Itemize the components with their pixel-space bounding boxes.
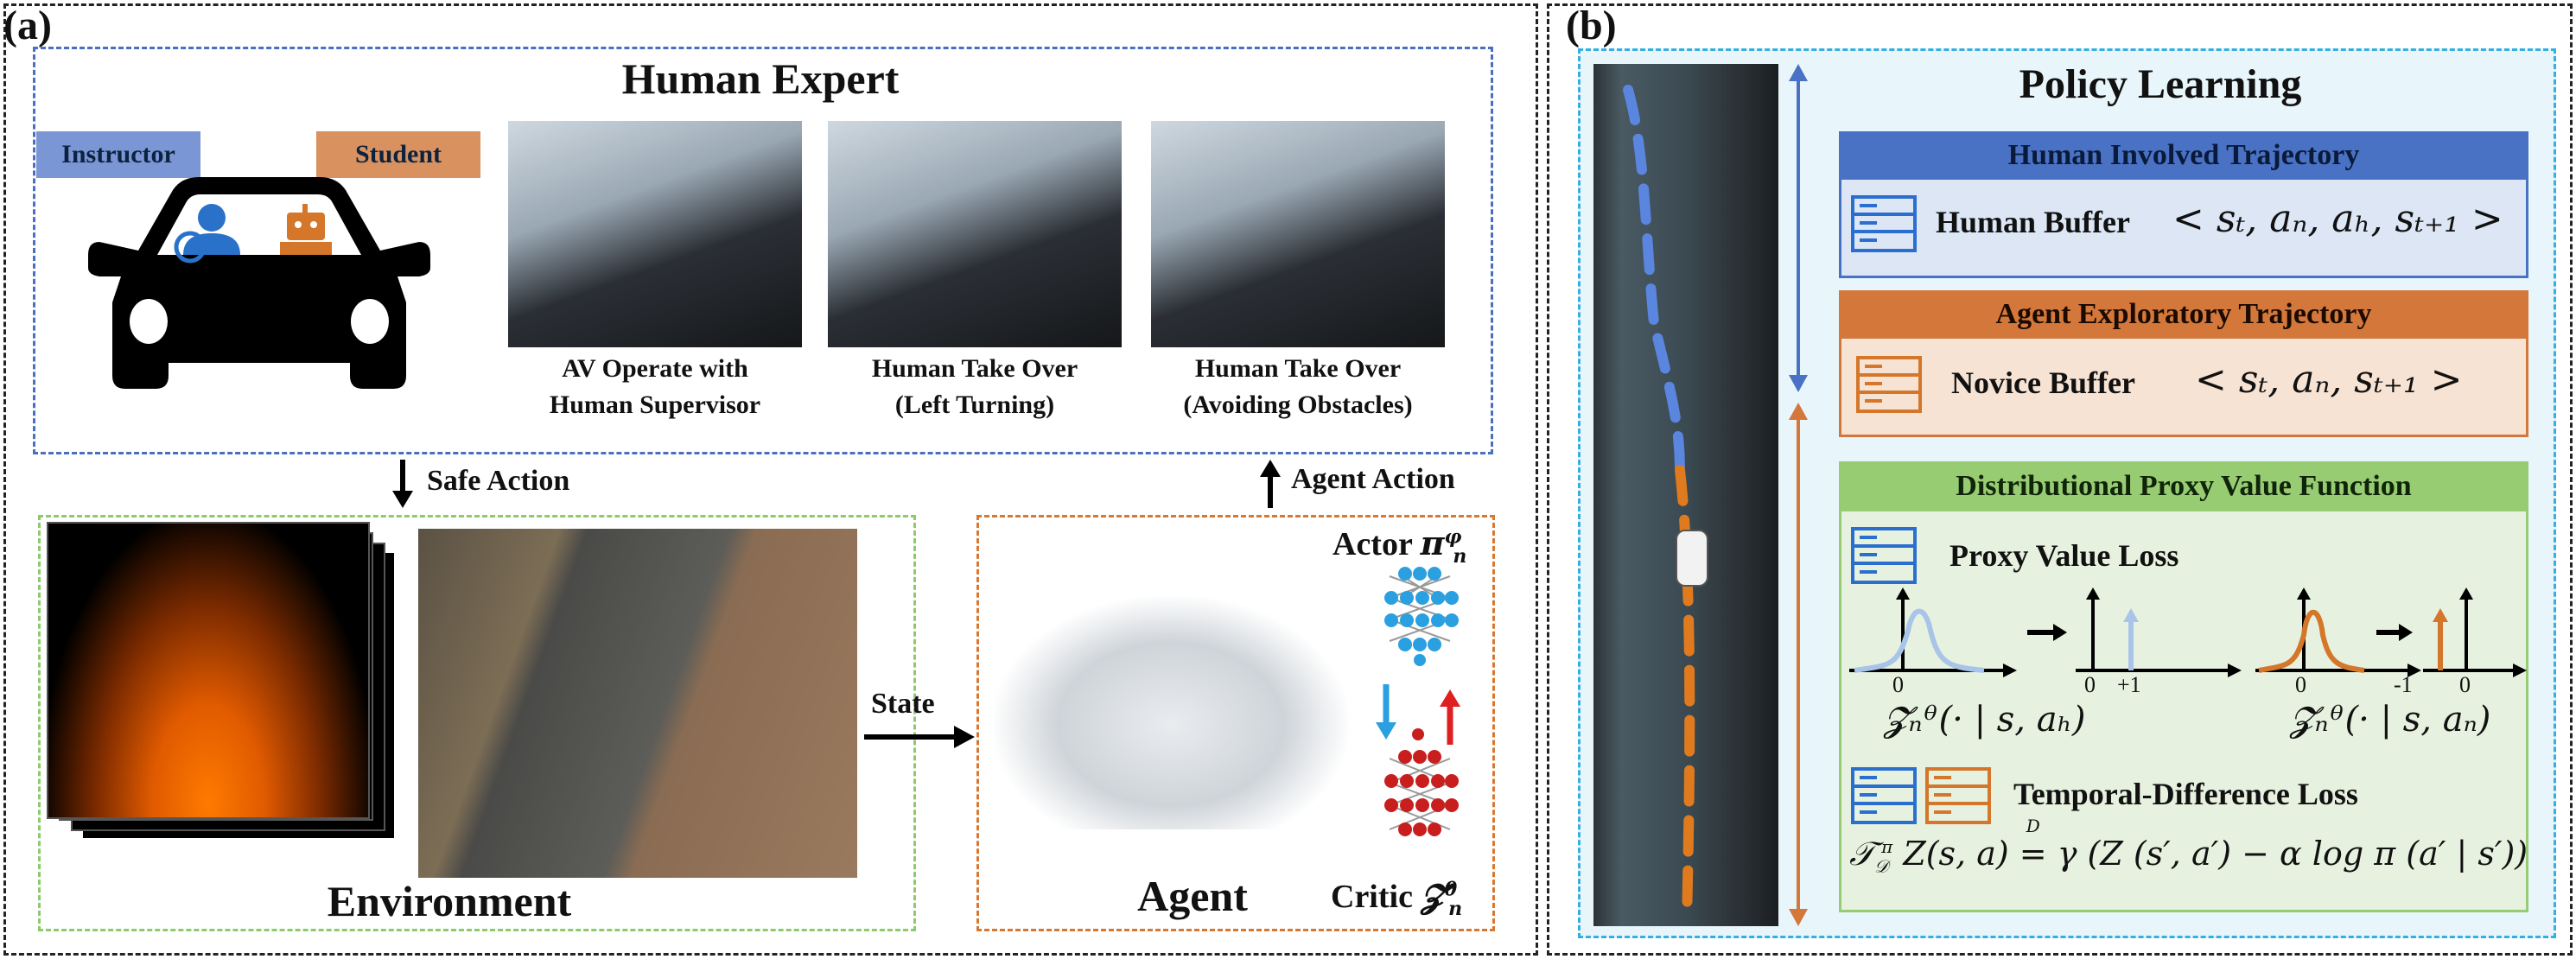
panel-b-label: (b)	[1566, 3, 1617, 48]
instructor-tag: Instructor	[36, 131, 200, 178]
trajectory-overlay	[1623, 85, 1708, 924]
critic-text: Critic	[1331, 879, 1413, 915]
agent-traj-header: Agent Exploratory Trajectory	[1839, 290, 2528, 339]
critic-sub: n	[1448, 897, 1463, 920]
actor-sub: n	[1453, 544, 1467, 568]
buffer-icon-blue	[1851, 527, 1917, 584]
driving-photo-3	[1151, 121, 1445, 347]
plot4-tick-zero: 0	[2459, 672, 2471, 697]
td-lhs: 𝒯	[1849, 835, 1875, 873]
td-equation: 𝒯𝒟π Z(s, a) =D γ (Z (s′, a′) − α log π (…	[1849, 816, 2528, 877]
actor-network-icon	[1384, 567, 1459, 666]
human-buffer-label: Human Buffer	[1936, 205, 2130, 239]
td-loss-label: Temporal-Difference Loss	[2013, 777, 2358, 811]
dpvf-header: Distributional Proxy Value Function	[1839, 461, 2528, 511]
buffer-icon-blue	[1851, 767, 1917, 824]
agent-action-arrow-icon	[1260, 460, 1281, 508]
state-label: State	[871, 688, 935, 720]
actor-symbol: π	[1420, 524, 1445, 562]
agent-box	[976, 515, 1495, 931]
plot2-tick-zero: 0	[2084, 672, 2096, 697]
human-expert-title: Human Expert	[621, 54, 900, 103]
dpvf-box	[1839, 461, 2528, 912]
buffer-icon-orange	[1925, 767, 1991, 824]
human-buffer-tuple: < sₜ, aₙ, aₕ, sₜ₊₁ >	[2172, 197, 2503, 241]
photo-caption-1: AV Operate with Human Supervisor	[549, 354, 761, 419]
z-agent-formula: 𝓩ₙᶿ(· | s, aₙ)	[2290, 700, 2491, 740]
buffer-icon-blue	[1851, 195, 1917, 252]
td-lhs-sub: 𝒟	[1874, 855, 1889, 877]
td-eq-over: D	[2026, 816, 2040, 836]
actor-sup: φ	[1444, 525, 1462, 549]
buffer-icon-orange	[1856, 356, 1922, 413]
actor-critic-arrows-icon	[1376, 684, 1460, 745]
td-lhs-sup: π	[1881, 836, 1893, 858]
z-human-formula: 𝓩ₙᶿ(· | s, aₕ)	[1884, 700, 2086, 740]
student-tag: Student	[316, 131, 480, 178]
lidar-pointcloud-image	[47, 522, 370, 819]
panel-a	[3, 3, 1538, 956]
td-rhs: γ (Z (s′, a′) − α log π (a′ | s′))	[2057, 835, 2528, 873]
actor-label: Actor πφn	[1333, 524, 1466, 568]
actor-text: Actor	[1333, 526, 1413, 562]
photo-caption-3: Human Take Over (Avoiding Obstacles)	[1183, 354, 1413, 419]
human-segment-arrow-icon	[1789, 64, 1808, 392]
plot1-tick-zero: 0	[1892, 672, 1904, 697]
human-expert-box	[33, 47, 1493, 454]
plot4-tick-minus-one: -1	[2394, 672, 2413, 697]
state-arrow-icon	[864, 726, 975, 748]
environment-title: Environment	[327, 877, 572, 925]
novice-buffer-tuple: < sₜ, aₙ, sₜ₊₁ >	[2195, 358, 2463, 402]
agent-action-label: Agent Action	[1291, 463, 1455, 495]
distribution-plots	[1849, 587, 2527, 677]
driving-photo-1	[508, 121, 802, 347]
panel-a-label: (a)	[3, 3, 52, 48]
plot2-tick-plus-one: +1	[2117, 672, 2141, 697]
panel-b	[1547, 3, 2573, 956]
critic-symbol: 𝓩	[1421, 876, 1445, 915]
proxy-value-loss-label: Proxy Value Loss	[1949, 538, 2179, 573]
human-traj-header: Human Involved Trajectory	[1839, 131, 2528, 180]
car-silhouette-icon	[88, 177, 430, 389]
td-mid: Z(s, a)	[1903, 835, 2009, 873]
aerial-view-image	[418, 529, 857, 878]
environment-box	[38, 515, 916, 931]
critic-network-icon	[1384, 750, 1459, 836]
agent-title: Agent	[1137, 872, 1248, 920]
safe-action-arrow-icon	[392, 460, 413, 508]
critic-sup: θ	[1444, 878, 1458, 901]
policy-learning-title: Policy Learning	[2019, 61, 2302, 107]
photo-caption-2: Human Take Over (Left Turning)	[871, 354, 1078, 419]
agent-vehicle-image	[994, 596, 1348, 829]
agent-segment-arrow-icon	[1789, 403, 1808, 926]
novice-buffer-label: Novice Buffer	[1951, 365, 2135, 400]
safe-action-label: Safe Action	[427, 465, 570, 497]
plot3-tick-zero: 0	[2295, 672, 2306, 697]
driving-photo-2	[828, 121, 1122, 347]
critic-label: Critic 𝓩θn	[1331, 876, 1462, 920]
